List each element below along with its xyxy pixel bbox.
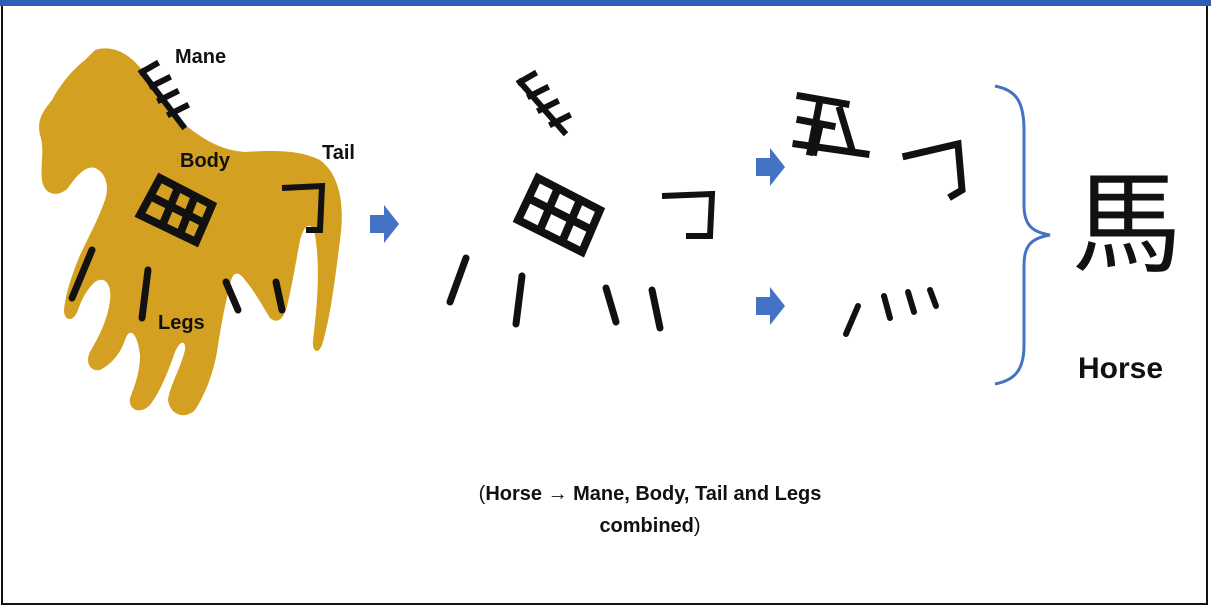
caption-bold-text: Horse → Mane, Body, Tail and Legs combin… [485,483,821,537]
curly-brace-icon [995,86,1050,384]
label-result-horse: Horse [1078,352,1163,386]
label-mane: Mane [175,46,226,69]
arrow-2-icon [756,148,785,186]
arrow-3-icon [756,287,785,325]
horse-character: 馬 [1072,170,1182,280]
component-body [518,178,600,252]
horse-silhouette [39,48,342,415]
grouped-bottom-strokes [846,290,936,334]
grouped-top-strokes [796,96,962,196]
component-legs [450,258,660,328]
component-tail [662,194,712,236]
label-body: Body [180,150,230,173]
label-tail: Tail [322,142,355,165]
caption-close-paren: ) [694,515,701,537]
label-legs: Legs [158,312,205,335]
component-mane [520,74,568,132]
caption: (Horse → Mane, Body, Tail and Legs combi… [430,478,870,542]
arrow-1-icon [370,205,399,243]
